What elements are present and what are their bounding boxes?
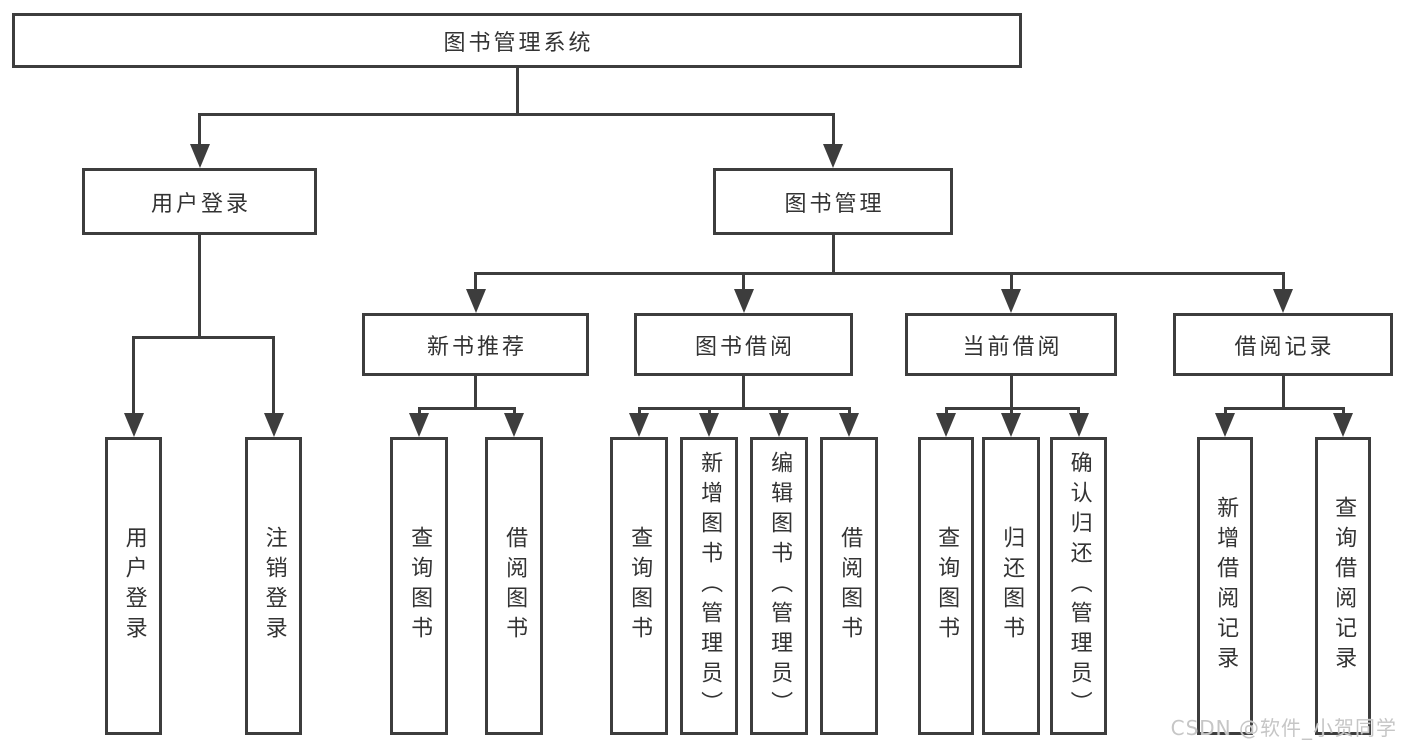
csdn-watermark: CSDN @软件_小贺同学	[1170, 716, 1397, 740]
node-borrow-records: 借阅记录	[1173, 313, 1393, 376]
connector-feed-borrow-records	[1281, 376, 1285, 410]
connector-feed-root	[515, 68, 519, 116]
connector-bar-book-management	[474, 272, 1285, 275]
connector-feed-book-borrow	[742, 376, 745, 410]
node-new-book-recommend: 新书推荐	[362, 313, 589, 376]
arrow-into-new-book-recommend	[465, 289, 486, 313]
arrow-into-query-book-borrow	[629, 413, 649, 437]
connector-stem-logout-leaf	[272, 336, 275, 419]
arrow-into-user-login-leaf	[123, 413, 144, 437]
node-book-management: 图书管理	[713, 168, 953, 235]
connector-bar-borrow-records	[1223, 407, 1345, 410]
connector-bar-user-login	[132, 336, 275, 339]
node-query-book-current: 查询图书	[918, 437, 974, 735]
connector-feed-book-management	[831, 235, 835, 275]
node-user-login-leaf: 用户登录	[105, 437, 162, 735]
node-query-book-current-label: 查询图书	[934, 526, 960, 646]
connector-feed-current-borrow	[1009, 376, 1013, 410]
node-new-book-recommend-label: 新书推荐	[426, 334, 527, 360]
connector-bar-book-borrow	[637, 407, 851, 410]
connector-stem-user-login-leaf	[132, 336, 135, 419]
arrow-into-borrow-book-leaf	[839, 413, 859, 437]
node-confirm-return-admin-label: 确认归还（管理员）	[1066, 451, 1092, 721]
node-borrow-book-recommend-label: 借阅图书	[502, 526, 528, 646]
arrow-into-add-book-admin	[699, 413, 719, 437]
node-return-book-leaf-label: 归还图书	[999, 526, 1025, 646]
connector-stem-current-borrow	[1009, 272, 1013, 295]
node-query-borrow-record-label: 查询借阅记录	[1331, 496, 1357, 676]
arrow-into-current-borrow	[1001, 289, 1021, 313]
node-query-book-borrow-label: 查询图书	[627, 526, 653, 646]
node-query-book-borrow: 查询图书	[610, 437, 668, 735]
arrow-into-query-book-recommend	[409, 413, 429, 437]
arrow-into-confirm-return-admin	[1068, 413, 1089, 437]
node-query-borrow-record: 查询借阅记录	[1315, 437, 1371, 735]
node-logout-leaf: 注销登录	[245, 437, 302, 735]
node-query-book-recommend: 查询图书	[390, 437, 448, 735]
node-add-book-admin-label: 新增图书（管理员）	[697, 451, 723, 721]
connector-feed-user-login	[198, 235, 201, 339]
node-add-borrow-record-label: 新增借阅记录	[1213, 496, 1239, 676]
arrow-into-user-login	[189, 144, 210, 168]
connector-stem-book-borrow	[742, 272, 745, 295]
node-root: 图书管理系统	[12, 13, 1022, 68]
node-user-login: 用户登录	[82, 168, 317, 235]
connector-stem-new-book-recommend	[474, 272, 477, 295]
arrow-into-book-management	[823, 144, 843, 168]
arrow-into-edit-book-admin	[769, 413, 789, 437]
connector-feed-new-book-recommend	[474, 376, 477, 410]
node-book-management-label: 图书管理	[784, 191, 885, 217]
node-current-borrow-label: 当前借阅	[962, 334, 1063, 360]
node-user-login-label: 用户登录	[150, 191, 251, 217]
arrow-into-add-borrow-record	[1215, 413, 1235, 437]
node-book-borrow: 图书借阅	[634, 313, 853, 376]
connector-stem-book-management	[831, 113, 835, 150]
node-current-borrow: 当前借阅	[905, 313, 1117, 376]
arrow-into-borrow-records	[1273, 289, 1293, 313]
connector-stem-user-login	[198, 113, 201, 150]
node-add-borrow-record: 新增借阅记录	[1197, 437, 1253, 735]
arrow-into-query-borrow-record	[1333, 413, 1353, 437]
node-borrow-book-recommend: 借阅图书	[485, 437, 543, 735]
connector-bar-new-book-recommend	[417, 407, 516, 410]
connector-bar-root	[198, 113, 835, 116]
arrow-into-query-book-current	[936, 413, 956, 437]
node-return-book-leaf: 归还图书	[982, 437, 1040, 735]
node-borrow-records-label: 借阅记录	[1234, 334, 1335, 360]
arrow-into-logout-leaf	[263, 413, 284, 437]
node-root-label: 图书管理系统	[443, 30, 594, 56]
arrow-into-book-borrow	[733, 289, 754, 313]
node-book-borrow-label: 图书借阅	[694, 334, 795, 360]
node-add-book-admin: 新增图书（管理员）	[680, 437, 738, 735]
arrow-into-borrow-book-recommend	[504, 413, 524, 437]
node-edit-book-admin: 编辑图书（管理员）	[750, 437, 808, 735]
node-query-book-recommend-label: 查询图书	[407, 526, 433, 646]
connector-stem-borrow-records	[1281, 272, 1285, 295]
arrow-into-return-book-leaf	[1001, 413, 1021, 437]
node-borrow-book-leaf: 借阅图书	[820, 437, 878, 735]
node-user-login-leaf-label: 用户登录	[121, 526, 147, 646]
node-borrow-book-leaf-label: 借阅图书	[837, 526, 863, 646]
node-confirm-return-admin: 确认归还（管理员）	[1050, 437, 1107, 735]
node-logout-leaf-label: 注销登录	[261, 526, 287, 646]
node-edit-book-admin-label: 编辑图书（管理员）	[767, 451, 793, 721]
